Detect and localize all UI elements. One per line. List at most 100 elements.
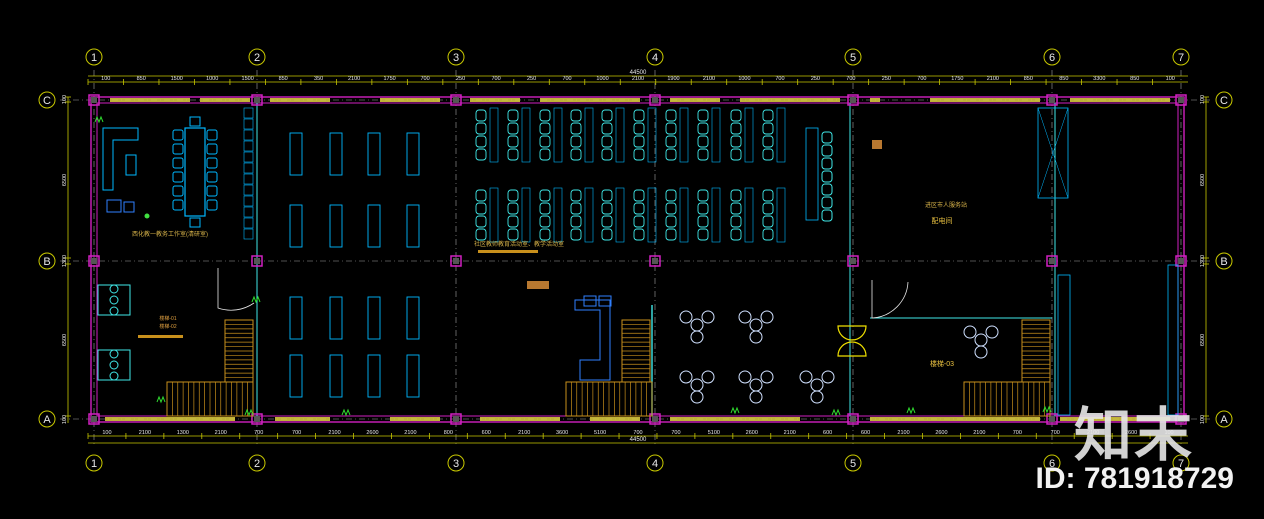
dimension-label: 2100 bbox=[139, 430, 151, 436]
dimension-label: 600 bbox=[823, 430, 832, 436]
seat bbox=[762, 215, 774, 228]
dimension-label: 100 bbox=[1166, 76, 1175, 82]
window bbox=[670, 98, 720, 102]
seat bbox=[601, 109, 613, 122]
chair bbox=[206, 171, 218, 183]
axis-label: C bbox=[43, 95, 51, 107]
chair bbox=[189, 116, 201, 127]
cabinet bbox=[1037, 107, 1069, 199]
window bbox=[870, 417, 1040, 421]
shelf bbox=[243, 195, 254, 207]
dimension-label: 5100 bbox=[708, 430, 720, 436]
dimension-label: 850 bbox=[1059, 76, 1068, 82]
seat bbox=[539, 122, 551, 135]
lounge-chair bbox=[810, 390, 824, 404]
seat bbox=[665, 228, 677, 241]
column bbox=[251, 94, 263, 106]
seat bbox=[730, 109, 742, 122]
cabinet bbox=[1057, 274, 1071, 416]
dimension-total: 44500 bbox=[630, 70, 647, 76]
axis-bubble bbox=[646, 454, 664, 472]
lounge-chair bbox=[760, 370, 774, 384]
chair bbox=[206, 129, 218, 141]
seat bbox=[633, 202, 645, 215]
room-label-service: 进区市人服务站 bbox=[925, 201, 967, 209]
window bbox=[270, 98, 330, 102]
room-label-small: 配电间 bbox=[932, 216, 953, 225]
lounge-chair bbox=[799, 370, 813, 384]
dimension-label: 2600 bbox=[746, 430, 758, 436]
dimension-label: 700 bbox=[633, 430, 642, 436]
column bbox=[649, 413, 661, 425]
chair bbox=[172, 157, 184, 169]
shelf bbox=[243, 206, 254, 218]
seat bbox=[730, 148, 742, 161]
column bbox=[1046, 94, 1058, 106]
dimension-label: 100 bbox=[62, 415, 68, 424]
column-core bbox=[453, 97, 459, 103]
label-underline bbox=[478, 250, 538, 253]
window bbox=[105, 417, 235, 421]
seat-desk bbox=[679, 187, 689, 243]
dimension-label: 250 bbox=[527, 76, 536, 82]
dimension-label: 700 bbox=[775, 76, 784, 82]
desk bbox=[406, 204, 420, 248]
axis-bubble bbox=[248, 454, 266, 472]
chair bbox=[206, 199, 218, 211]
axis-label: A bbox=[1220, 414, 1228, 426]
dimension-label: 700 bbox=[421, 76, 430, 82]
dimension-label: 700 bbox=[846, 76, 855, 82]
dimension-label: 250 bbox=[882, 76, 891, 82]
axis-label: C bbox=[1220, 95, 1228, 107]
seat bbox=[665, 135, 677, 148]
chair bbox=[109, 306, 119, 316]
seat bbox=[601, 202, 613, 215]
window bbox=[590, 417, 640, 421]
label-underline bbox=[138, 335, 183, 338]
window bbox=[1070, 98, 1170, 102]
seat bbox=[821, 144, 833, 157]
seat bbox=[475, 215, 487, 228]
seat bbox=[539, 135, 551, 148]
column bbox=[649, 255, 661, 267]
window bbox=[480, 417, 560, 421]
axis-label: 7 bbox=[1178, 458, 1184, 470]
axis-bubble bbox=[85, 48, 103, 66]
door-swing bbox=[217, 268, 255, 311]
dimension-label: 5100 bbox=[594, 430, 606, 436]
seat bbox=[539, 202, 551, 215]
seat bbox=[507, 228, 519, 241]
bench bbox=[805, 127, 819, 221]
seat bbox=[665, 189, 677, 202]
axis-bubble bbox=[1215, 252, 1233, 270]
plant bbox=[251, 295, 261, 304]
desk bbox=[406, 296, 420, 340]
axis-bubble bbox=[844, 48, 862, 66]
seat bbox=[697, 189, 709, 202]
axis-bubble bbox=[38, 91, 56, 109]
seat bbox=[762, 202, 774, 215]
seat-desk bbox=[615, 107, 625, 163]
column-core bbox=[850, 416, 856, 422]
seat bbox=[475, 228, 487, 241]
seat-desk bbox=[615, 187, 625, 243]
dimension-label: 2100 bbox=[703, 76, 715, 82]
axis-label: 2 bbox=[254, 458, 260, 470]
dimension-label: 1000 bbox=[738, 76, 750, 82]
dimension-total: 44500 bbox=[630, 437, 647, 443]
dimension-label: 700 bbox=[1051, 430, 1060, 436]
desk bbox=[367, 204, 381, 248]
window bbox=[200, 98, 250, 102]
lounge-chair bbox=[738, 370, 752, 384]
column bbox=[1175, 255, 1187, 267]
shelf bbox=[243, 184, 254, 196]
seat-desk bbox=[584, 187, 594, 243]
walls bbox=[88, 94, 1187, 425]
lounge-chair bbox=[679, 370, 693, 384]
seat bbox=[762, 228, 774, 241]
desk bbox=[289, 354, 303, 398]
dimension-label: 700 bbox=[491, 76, 500, 82]
column bbox=[251, 255, 263, 267]
shelf bbox=[243, 107, 254, 119]
column-core bbox=[652, 416, 658, 422]
